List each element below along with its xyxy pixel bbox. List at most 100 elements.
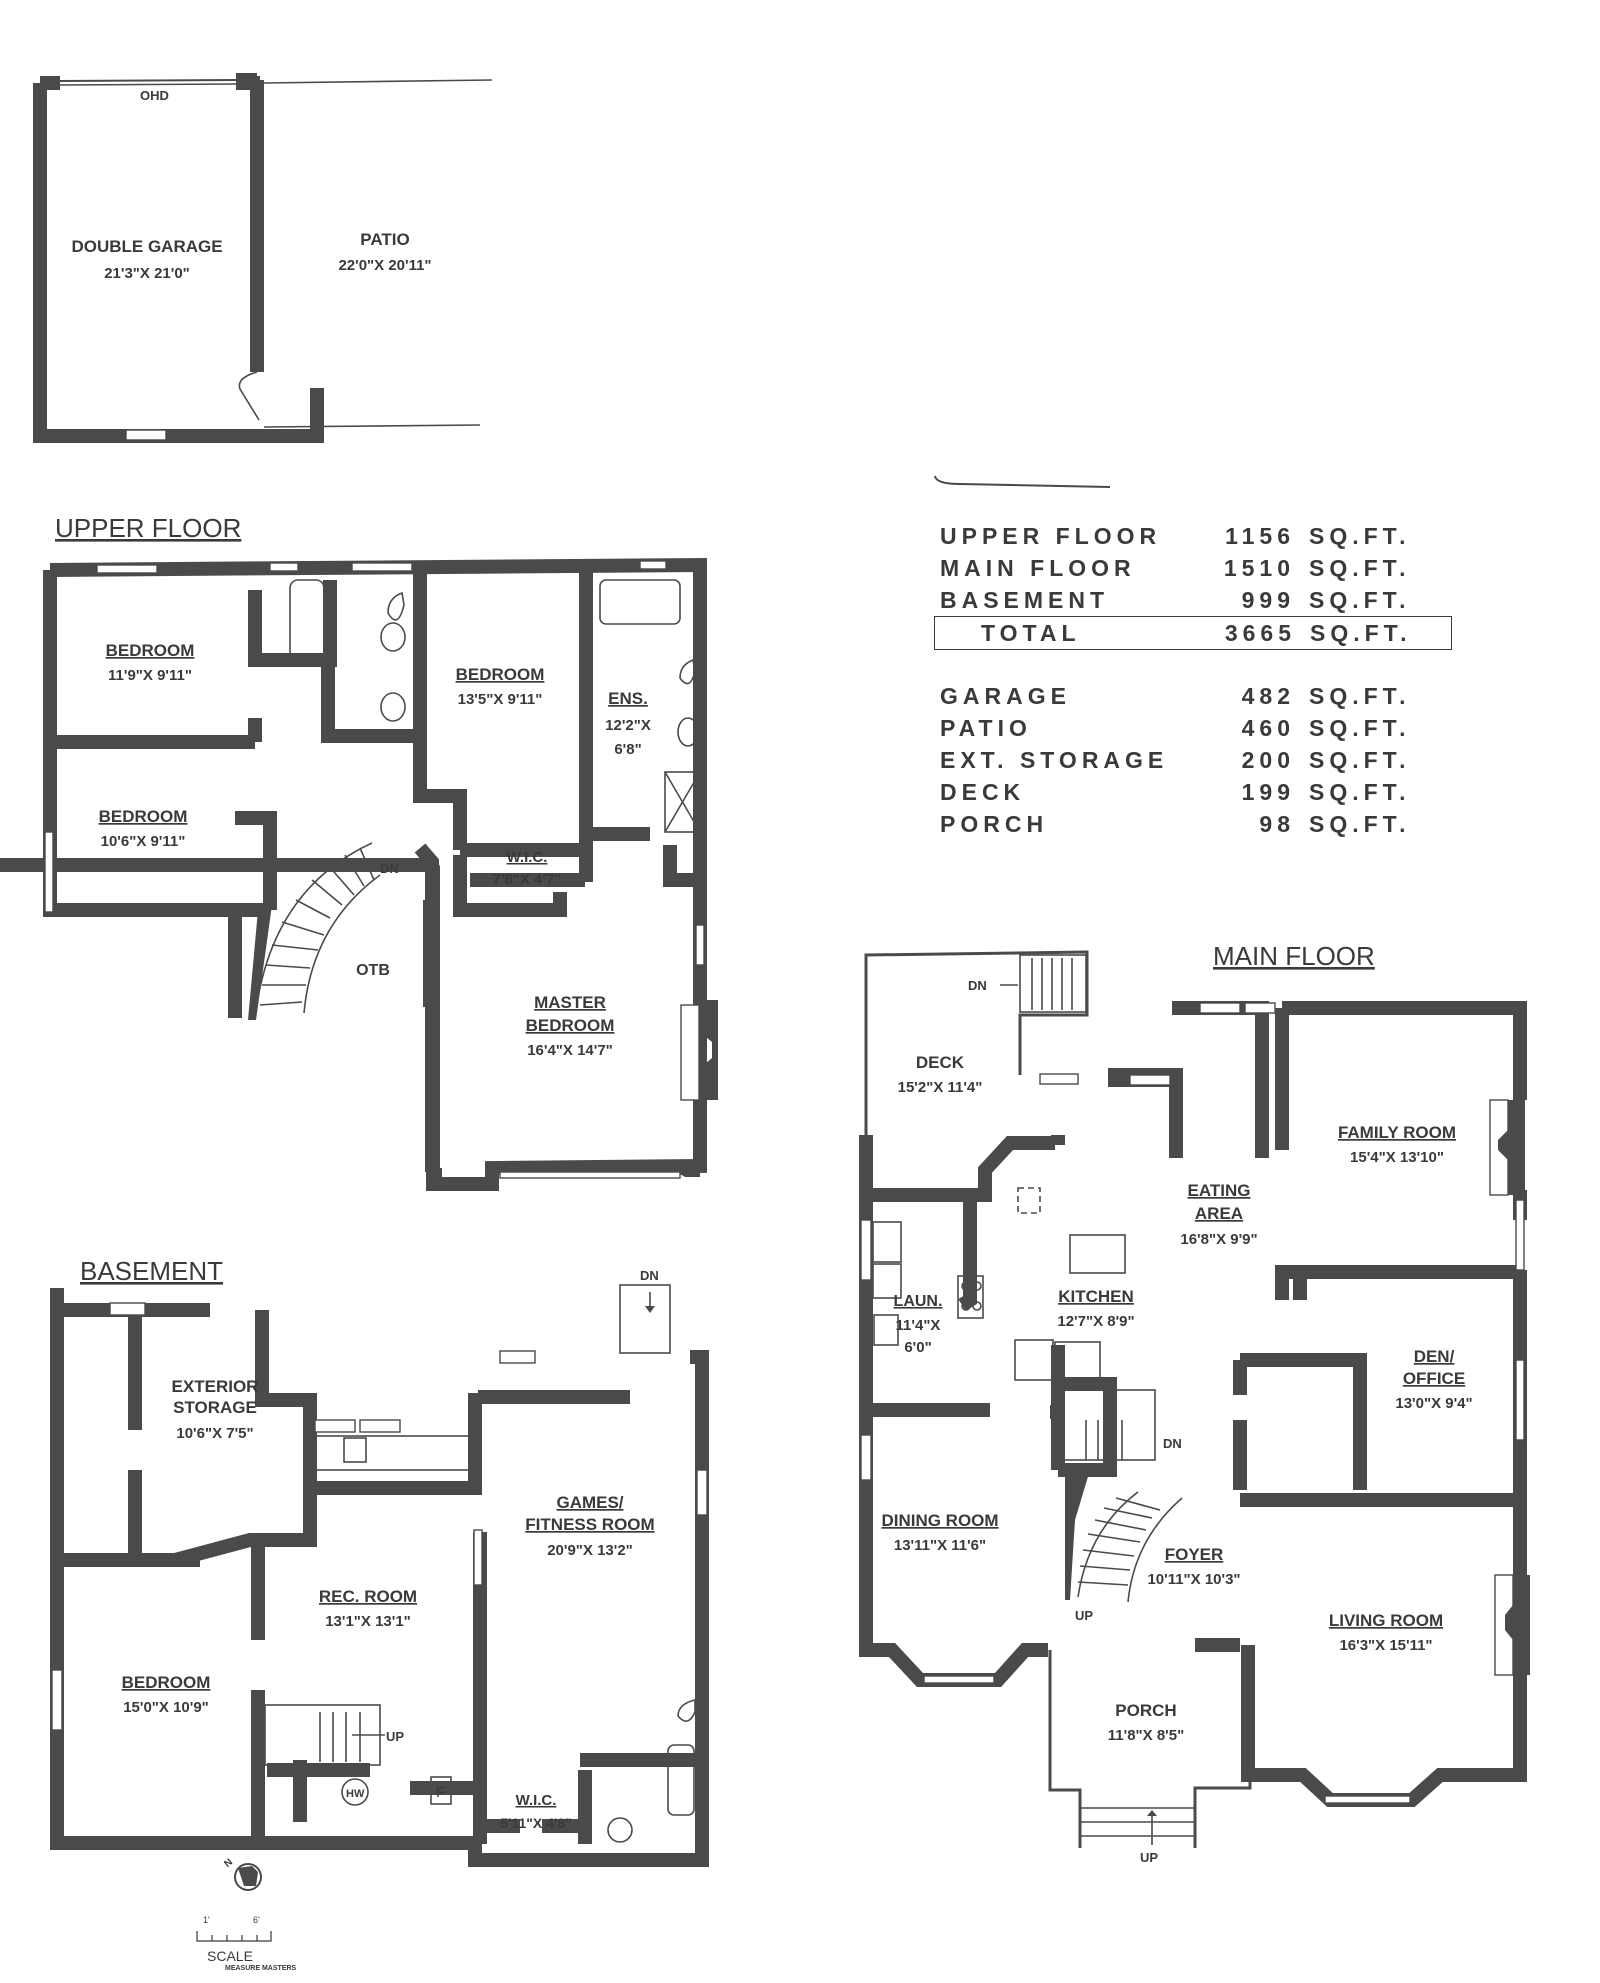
ohd-label: OHD xyxy=(140,88,169,103)
area-unit: SQ.FT. xyxy=(1309,714,1411,741)
furnace: F xyxy=(436,1784,445,1801)
room-ensuite: ENS. 12'2"X 6'8" xyxy=(605,689,651,758)
room-bedroom-2: BEDROOM 13'5"X 9'11" xyxy=(456,665,545,708)
area-value: 1510 xyxy=(1223,554,1295,581)
scale-end: 6' xyxy=(253,1915,260,1925)
hot-water-tank: HW xyxy=(346,1788,365,1800)
room-dimensions: 13'11"X 11'6" xyxy=(894,1537,986,1554)
area-row-patio: PATIO 460 SQ.FT. xyxy=(940,712,1460,744)
room-bedroom-3: BEDROOM 10'6"X 9'11" xyxy=(99,807,188,850)
room-rec-room: REC. ROOM 13'1"X 13'1" xyxy=(319,1587,417,1630)
room-dimensions: 13'1"X 13'1" xyxy=(325,1613,411,1630)
main-stair-down-label: DN xyxy=(1163,1436,1182,1451)
area-row-upper-floor: UPPER FLOOR 1156 SQ.FT. xyxy=(940,520,1460,552)
room-name: LAUN. xyxy=(894,1293,943,1310)
area-label: DECK xyxy=(940,778,1026,805)
north-compass: N xyxy=(222,1857,262,1891)
room-name: W.I.C. xyxy=(516,1792,557,1809)
area-row-main-floor: MAIN FLOOR 1510 SQ.FT. xyxy=(940,552,1460,584)
room-dimensions-line1: 12'2"X xyxy=(605,717,651,734)
room-dimensions: 20'9"X 13'2" xyxy=(547,1542,633,1559)
room-name: BEDROOM xyxy=(456,665,545,684)
stair-down-label: DN xyxy=(380,861,399,876)
area-row-deck: DECK 199 SQ.FT. xyxy=(940,776,1460,808)
room-name: BEDROOM xyxy=(99,807,188,826)
room-name-line2: FITNESS ROOM xyxy=(525,1515,654,1534)
area-row-basement: BASEMENT 999 SQ.FT. xyxy=(940,584,1460,616)
room-name: FOYER xyxy=(1165,1545,1224,1564)
scale-legend: 1' 6' SCALE MEASURE MASTERS xyxy=(195,1915,296,1972)
room-name-line2: STORAGE xyxy=(173,1398,257,1417)
room-dimensions: 5'11"X 4'8" xyxy=(500,1815,571,1831)
room-patio: PATIO 22'0"X 20'11" xyxy=(338,230,431,274)
room-dimensions: 15'0"X 10'9" xyxy=(123,1699,209,1716)
area-row-ext-storage: EXT. STORAGE 200 SQ.FT. xyxy=(940,744,1460,776)
area-label: PATIO xyxy=(940,714,1032,741)
upper-floor-plan: UPPER FLOOR xyxy=(0,513,718,1191)
room-games-fitness: GAMES/ FITNESS ROOM 20'9"X 13'2" xyxy=(525,1493,654,1559)
room-dimensions: 12'7"X 8'9" xyxy=(1057,1313,1134,1330)
area-row-garage: GARAGE 482 SQ.FT. xyxy=(940,680,1460,712)
room-name-line1: EATING xyxy=(1188,1181,1251,1200)
room-dimensions: 11'8"X 8'5" xyxy=(1108,1727,1184,1744)
area-gap xyxy=(940,650,1460,680)
area-unit: SQ.FT. xyxy=(1309,586,1411,613)
room-name: W.I.C. xyxy=(507,849,548,866)
room-name-line2: AREA xyxy=(1195,1204,1243,1223)
area-label: MAIN FLOOR xyxy=(940,554,1136,581)
room-dimensions: 10'6"X 9'11" xyxy=(101,833,186,850)
area-value: 460 xyxy=(1241,714,1295,741)
room-dimensions: 15'4"X 13'10" xyxy=(1350,1149,1444,1166)
main-curved-stair xyxy=(1065,1470,1183,1603)
room-foyer: FOYER 10'11"X 10'3" xyxy=(1147,1545,1240,1588)
room-name: DOUBLE GARAGE xyxy=(71,237,222,256)
area-label: TOTAL xyxy=(981,619,1081,646)
area-value: 999 xyxy=(1241,586,1295,613)
north-label: N xyxy=(222,1857,235,1870)
deck-stair-down-label: DN xyxy=(968,978,987,993)
room-name-line1: DEN/ xyxy=(1414,1347,1455,1366)
room-name: BEDROOM xyxy=(122,1673,211,1692)
room-name: FAMILY ROOM xyxy=(1338,1123,1456,1142)
room-deck: DECK 15'2"X 11'4" xyxy=(898,1053,983,1096)
area-label: BASEMENT xyxy=(940,586,1110,613)
room-dimensions: 13'5"X 9'11" xyxy=(458,691,543,708)
room-dining-room: DINING ROOM 13'11"X 11'6" xyxy=(881,1511,998,1554)
room-dimensions-line2: 6'0" xyxy=(904,1339,931,1356)
room-family-room: FAMILY ROOM 15'4"X 13'10" xyxy=(1338,1123,1456,1166)
room-eating-area: EATING AREA 16'8"X 9'9" xyxy=(1180,1181,1257,1248)
room-dimensions: 10'11"X 10'3" xyxy=(1147,1571,1240,1588)
area-unit: SQ.FT. xyxy=(1309,810,1411,837)
area-unit: SQ.FT. xyxy=(1309,746,1411,773)
room-name-line1: GAMES/ xyxy=(556,1493,623,1512)
basement-stair-down-label: DN xyxy=(640,1268,659,1283)
room-name-line1: MASTER xyxy=(534,993,606,1012)
area-value: 3665 xyxy=(1224,619,1296,646)
room-name: DINING ROOM xyxy=(881,1511,998,1530)
area-value: 98 xyxy=(1259,810,1295,837)
room-name: KITCHEN xyxy=(1058,1287,1134,1306)
area-unit: SQ.FT. xyxy=(1309,778,1411,805)
basement-plan: BASEMENT DN xyxy=(50,1256,709,1867)
room-name: REC. ROOM xyxy=(319,1587,417,1606)
area-label: EXT. STORAGE xyxy=(940,746,1169,773)
area-value: 199 xyxy=(1241,778,1295,805)
room-name: BEDROOM xyxy=(106,641,195,660)
room-dimensions: 16'8"X 9'9" xyxy=(1180,1231,1257,1248)
floor-title-main: MAIN FLOOR xyxy=(1213,941,1375,971)
room-dimensions: 16'3"X 15'11" xyxy=(1339,1637,1432,1654)
brand-logo: MEASURE MASTERS xyxy=(225,1965,297,1972)
room-name-line2: OFFICE xyxy=(1403,1369,1465,1388)
porch-stair-up-label: UP xyxy=(1140,1850,1158,1865)
room-dimensions: 13'0"X 9'4" xyxy=(1395,1395,1472,1412)
room-laundry: LAUN. 11'4"X 6'0" xyxy=(894,1293,943,1356)
area-label: UPPER FLOOR xyxy=(940,522,1162,549)
room-living-room: LIVING ROOM 16'3"X 15'11" xyxy=(1329,1611,1443,1654)
upper-curved-stair xyxy=(248,842,381,1020)
scale-label: SCALE xyxy=(207,1948,253,1964)
room-master-bedroom: MASTER BEDROOM 16'4"X 14'7" xyxy=(526,993,615,1059)
foyer-stair-up-label: UP xyxy=(1075,1608,1093,1623)
basement-stair-up-label: UP xyxy=(386,1729,404,1744)
room-dimensions-line2: 6'8" xyxy=(614,741,641,758)
